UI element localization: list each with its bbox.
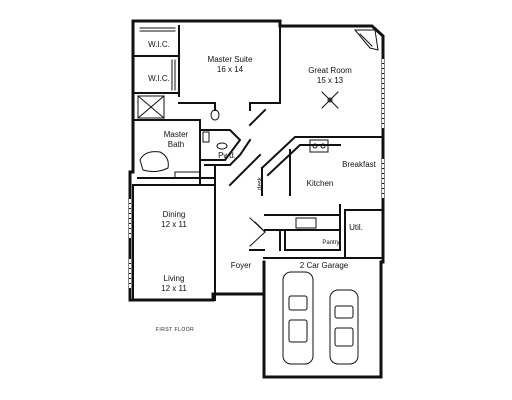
ceiling-fan-icon [321, 91, 339, 109]
room-label-utility: Util. [346, 223, 366, 233]
room-label-pantry: Pantry [318, 240, 344, 247]
pantry-name: Pantry [322, 240, 340, 246]
fixtures [129, 27, 384, 365]
room-label-foyer: Foyer [226, 261, 256, 271]
room-label-dining: Dining 12 x 11 [154, 210, 194, 230]
wic-bottom-name: W.I.C. [148, 74, 170, 83]
breakfast-name: Breakfast [342, 160, 376, 169]
car-icon-right [329, 289, 359, 365]
room-label-garage: 2 Car Garage [292, 261, 356, 271]
plan-caption: FIRST FLOOR [150, 325, 200, 335]
room-label-breakfast: Breakfast [336, 160, 382, 170]
label-desk: desk [258, 177, 265, 191]
garage-name: 2 Car Garage [299, 261, 349, 270]
powder-name: Pwd. [218, 151, 236, 160]
room-label-wic-top: W.I.C. [142, 40, 176, 50]
room-label-master-bath: Master Bath [156, 130, 196, 150]
room-label-powder: Pwd. [214, 151, 240, 161]
room-label-kitchen: Kitchen [300, 179, 340, 189]
master-bath-sub: Bath [167, 140, 185, 149]
living-name: Living [163, 274, 185, 283]
exterior-walls [128, 19, 385, 379]
master-suite-dims: 16 x 14 [216, 65, 244, 74]
living-dims: 12 x 11 [161, 284, 187, 293]
room-label-master-suite: Master Suite 16 x 14 [198, 55, 262, 75]
car-icon-left [282, 271, 314, 365]
room-label-wic-bottom: W.I.C. [142, 74, 176, 84]
master-bath-name: Master [163, 130, 189, 139]
utility-name: Util. [349, 223, 363, 232]
room-label-living: Living 12 x 11 [154, 274, 194, 294]
dining-name: Dining [162, 210, 186, 219]
plan-caption-text: FIRST FLOOR [155, 327, 195, 333]
dining-dims: 12 x 11 [161, 220, 187, 229]
foyer-name: Foyer [230, 261, 252, 270]
kitchen-name: Kitchen [306, 179, 334, 188]
great-room-name: Great Room [308, 66, 352, 75]
room-label-great-room: Great Room 15 x 13 [300, 66, 360, 86]
great-room-dims: 15 x 13 [316, 76, 344, 85]
wic-top-name: W.I.C. [148, 40, 170, 49]
master-suite-name: Master Suite [207, 55, 253, 64]
desk-name: desk [257, 177, 264, 190]
